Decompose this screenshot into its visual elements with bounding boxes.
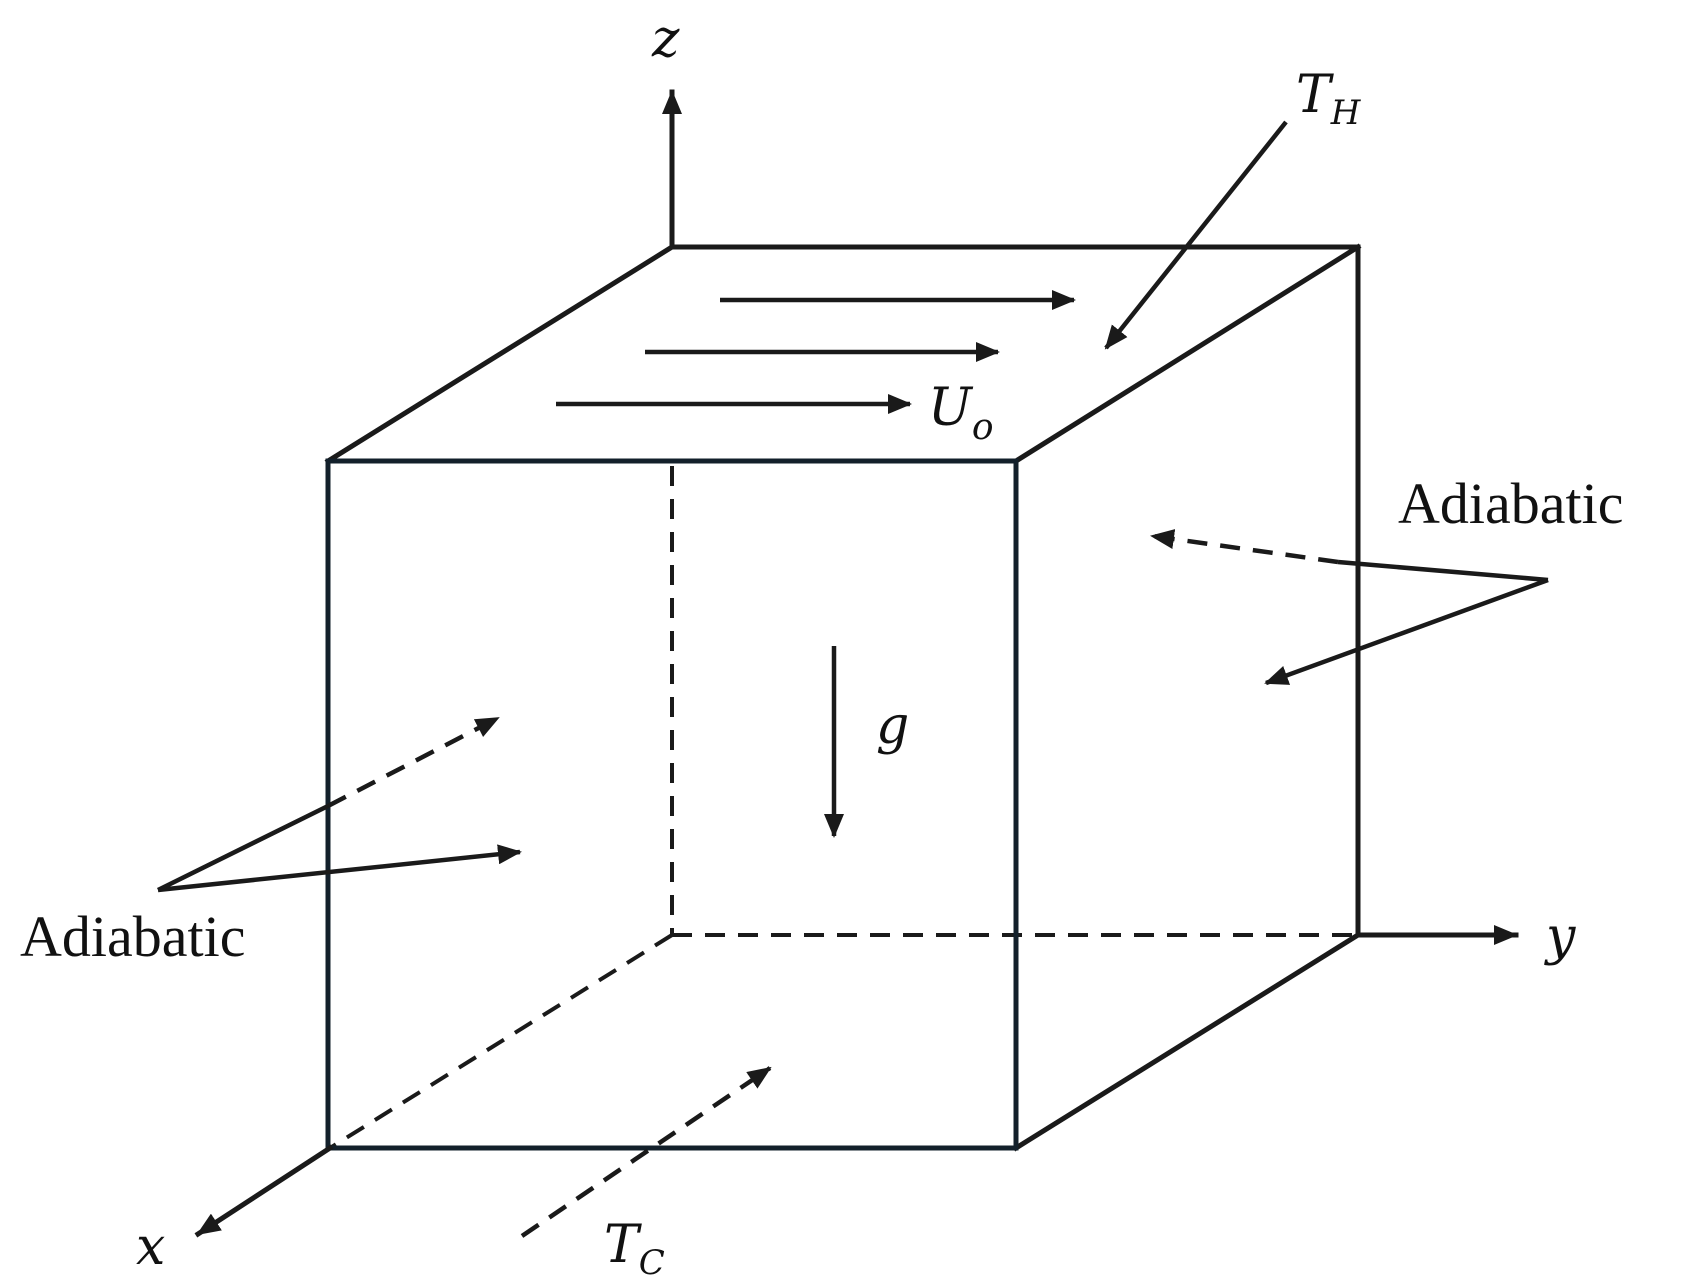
- cold-wall: TC: [520, 1066, 772, 1283]
- gravity-label: g: [876, 696, 909, 756]
- top-right-edge: [1012, 243, 1362, 465]
- adiabatic-left: Adiabatic: [20, 716, 522, 969]
- hot-wall: TH: [1104, 65, 1362, 350]
- adiabatic-right-leader: [1337, 559, 1549, 583]
- adiabatic-right-arrow-solid: [1264, 577, 1549, 686]
- x-axis-label: x: [136, 1217, 165, 1277]
- axes: z y x: [136, 9, 1576, 1277]
- x-axis: [194, 1144, 334, 1238]
- gravity: g: [824, 646, 909, 838]
- hot-wall-label: TH: [1296, 65, 1362, 133]
- hot-wall-arrow: [1104, 120, 1288, 350]
- bottom-right-edge: [1012, 931, 1362, 1152]
- adiabatic-right-arrow-dashed: [1150, 529, 1339, 565]
- cube-edges: [324, 243, 1362, 1152]
- adiabatic-right: Adiabatic: [1150, 471, 1623, 686]
- hidden-edges: [328, 466, 1358, 1150]
- top-left-edge: [324, 243, 676, 465]
- lid-velocity-label: Uo: [928, 378, 994, 448]
- adiabatic-left-arrow-dashed: [326, 716, 500, 808]
- z-axis-label: z: [651, 9, 680, 69]
- y-axis-label: y: [1544, 907, 1576, 967]
- adiabatic-left-leader: [157, 803, 329, 893]
- adiabatic-left-arrow-solid: [157, 844, 522, 893]
- hidden-edge-bottom-diagonal: [328, 933, 674, 1150]
- lid-velocity: Uo: [556, 290, 1076, 448]
- cold-wall-label: TC: [604, 1215, 665, 1283]
- adiabatic-left-label: Adiabatic: [20, 904, 245, 969]
- adiabatic-right-label: Adiabatic: [1398, 471, 1623, 536]
- cold-wall-arrow: [520, 1066, 772, 1238]
